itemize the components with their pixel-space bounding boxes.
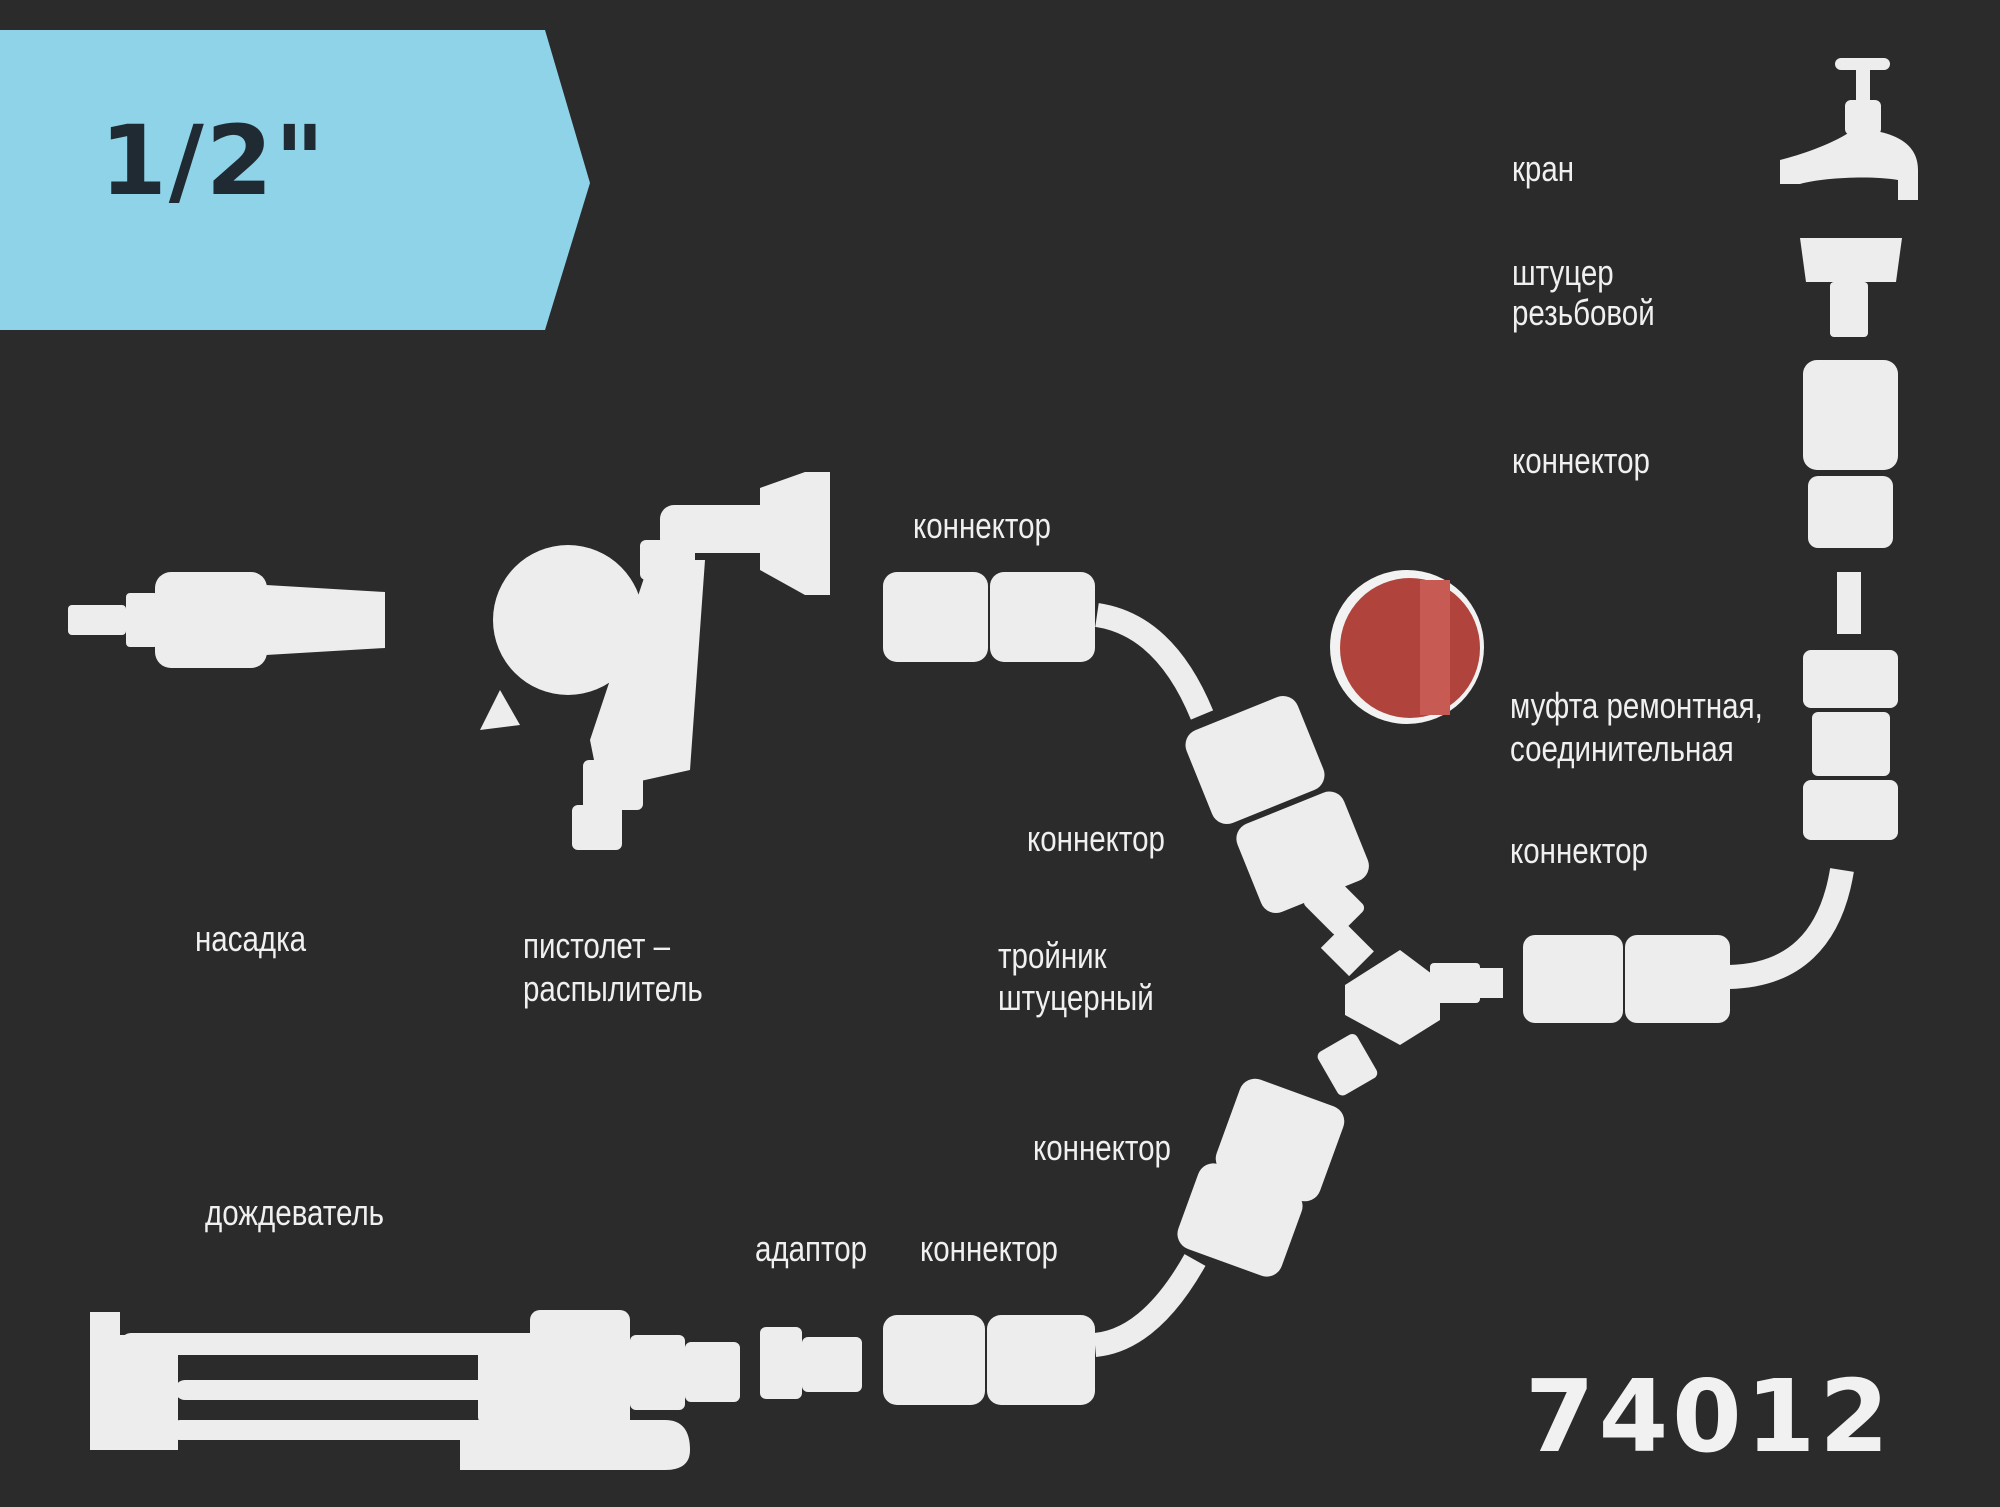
repair-coupling-label-1: муфта ремонтная, — [1510, 685, 1763, 726]
size-banner — [0, 30, 590, 330]
connector-top-label: коннектор — [1512, 440, 1650, 481]
pipe-piece — [1837, 572, 1861, 634]
connector-right-label: коннектор — [1510, 830, 1648, 871]
product-code: 74012 — [1525, 1358, 1893, 1475]
pistol-label-2: распылитель — [523, 968, 703, 1009]
tee-label-1: тройник — [998, 935, 1107, 976]
threaded-fitting-icon — [1800, 238, 1902, 337]
connector-pistol-label: коннектор — [913, 505, 1051, 546]
threaded-fitting-label-2: резьбовой — [1512, 292, 1655, 333]
adapter-icon — [760, 1327, 862, 1399]
faucet-label: кран — [1512, 148, 1575, 189]
tee-fitting-icon — [1303, 874, 1503, 1096]
faucet-icon — [1780, 58, 1918, 200]
pistol-label-1: пистолет – — [523, 925, 670, 966]
cutout-hole — [1330, 570, 1484, 724]
repair-coupling-icon — [1803, 650, 1898, 840]
repair-coupling-label-2: соединительная — [1510, 728, 1734, 769]
size-label: 1/2" — [100, 105, 327, 217]
tee-label-2: штуцерный — [998, 977, 1154, 1018]
connector-lower-label: коннектор — [1033, 1127, 1171, 1168]
connector-mid-icon — [1185, 695, 1369, 914]
spray-pistol-icon — [480, 472, 830, 850]
threaded-fitting-label-1: штуцер — [1512, 252, 1614, 293]
connector-top-icon — [1803, 360, 1898, 548]
connector-lower-icon — [1177, 1078, 1345, 1277]
sprinkler-icon — [90, 1310, 740, 1470]
nozzle-icon — [68, 572, 385, 668]
adapter-label: адаптор — [755, 1228, 868, 1269]
sprinkler-label: дождеватель — [205, 1192, 385, 1233]
connector-pistol-icon — [883, 572, 1095, 662]
connector-mid-label: коннектор — [1027, 818, 1165, 859]
connector-bottom-label: коннектор — [920, 1228, 1058, 1269]
hoses — [1093, 603, 1854, 1357]
nozzle-label: насадка — [195, 918, 307, 959]
connector-right-icon — [1523, 935, 1730, 1023]
connector-bottom-icon — [883, 1315, 1095, 1405]
